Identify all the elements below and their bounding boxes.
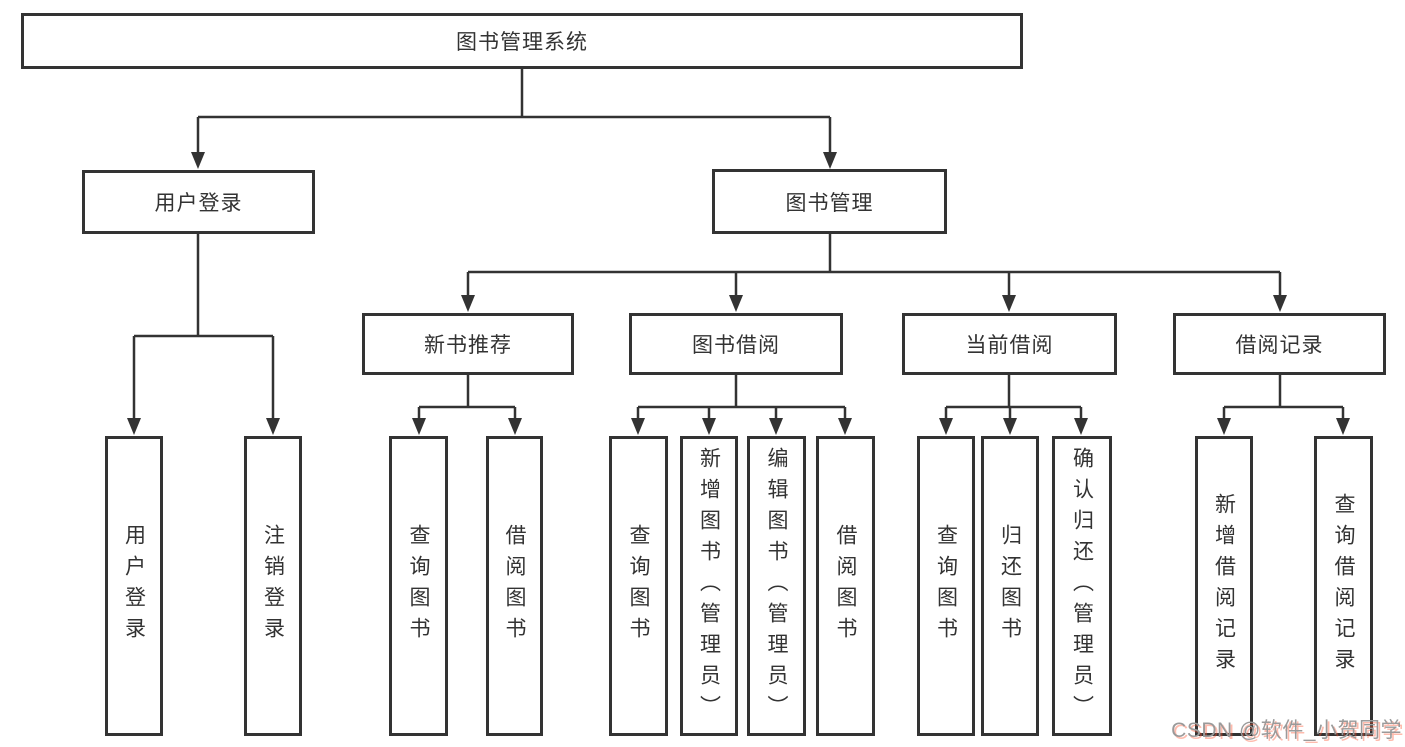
arrowhead — [1074, 418, 1088, 435]
node-query-books: 查询图书 — [917, 436, 975, 736]
connector-user-login-to-children — [132, 234, 275, 425]
arrowhead — [191, 152, 205, 169]
connector-book-management-to-level2 — [466, 234, 1282, 302]
arrowhead — [1002, 295, 1016, 312]
node-current-borrowing: 当前借阅 — [902, 313, 1117, 375]
node-library-management-system: 图书管理系统 — [21, 13, 1023, 69]
node-borrowing-records: 借阅记录 — [1173, 313, 1386, 375]
node-query-borrow-record: 查询借阅记录 — [1314, 436, 1373, 736]
connector-root-to-level1 — [196, 69, 832, 159]
connector-borrowing-records-to-children — [1222, 375, 1345, 425]
node-edit-books-admin: 编辑图书（管理员） — [747, 436, 806, 736]
arrowhead — [1336, 418, 1350, 435]
connector-new-book-rec-to-children — [417, 375, 517, 425]
arrowhead — [631, 418, 645, 435]
csdn-watermark: CSDN @软件_小贺同学 — [1171, 719, 1402, 742]
arrowhead — [461, 295, 475, 312]
node-add-borrow-record: 新增借阅记录 — [1195, 436, 1253, 736]
arrowhead — [838, 418, 852, 435]
node-book-management: 图书管理 — [712, 169, 947, 234]
arrowhead — [939, 418, 953, 435]
node-user-login: 用户登录 — [82, 170, 315, 234]
node-borrow-books: 借阅图书 — [486, 436, 543, 736]
connector-book-borrowing-to-children — [636, 375, 847, 425]
arrowhead — [127, 418, 141, 435]
node-confirm-return-admin: 确认归还（管理员） — [1052, 436, 1112, 736]
arrowhead — [702, 418, 716, 435]
arrowhead — [1003, 418, 1017, 435]
node-query-books: 查询图书 — [609, 436, 668, 736]
node-user-login-action: 用户登录 — [105, 436, 163, 736]
arrowhead — [1273, 295, 1287, 312]
node-book-borrowing: 图书借阅 — [629, 313, 843, 375]
arrowhead — [412, 418, 426, 435]
arrowhead — [729, 295, 743, 312]
arrowhead — [823, 152, 837, 169]
node-add-books-admin: 新增图书（管理员） — [680, 436, 738, 736]
connector-current-borrowing-to-children — [944, 375, 1083, 425]
node-logout: 注销登录 — [244, 436, 302, 736]
node-new-book-recommendation: 新书推荐 — [362, 313, 574, 375]
arrowhead — [769, 418, 783, 435]
node-borrow-books: 借阅图书 — [816, 436, 875, 736]
node-return-books: 归还图书 — [981, 436, 1039, 736]
arrowhead — [266, 418, 280, 435]
node-query-books: 查询图书 — [389, 436, 448, 736]
arrowhead — [508, 418, 522, 435]
arrowhead — [1217, 418, 1231, 435]
